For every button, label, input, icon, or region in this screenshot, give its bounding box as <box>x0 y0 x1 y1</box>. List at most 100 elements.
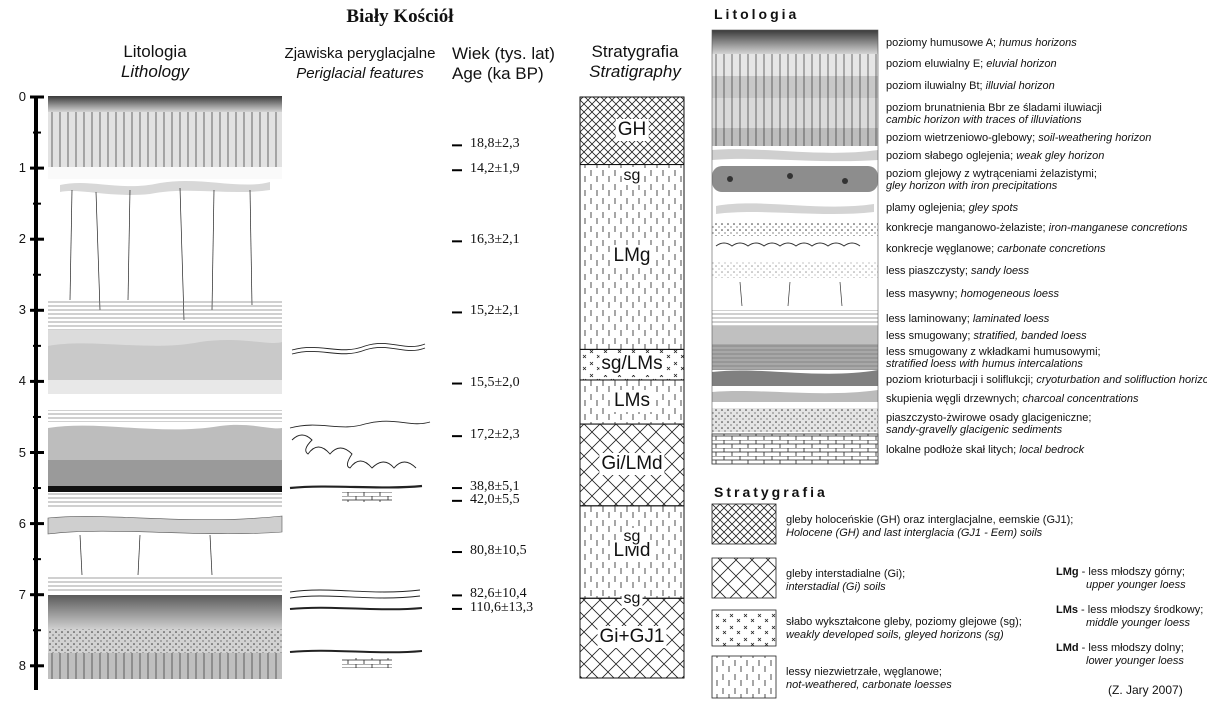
stratigraphy-legend-item: słabo wykształcone gleby, poziomy glejow… <box>786 616 1022 642</box>
depth-label: 4 <box>12 373 26 388</box>
periglacial-header-pl: Zjawiska peryglacjalne <box>285 45 436 62</box>
legend-item-pl: słabo wykształcone gleby, poziomy glejow… <box>786 616 1022 628</box>
lithology-legend-item: lokalne podłoże skał litych; local bedro… <box>886 444 1084 456</box>
depth-axis <box>30 96 44 690</box>
legend-item-pl: less masywny; <box>886 288 961 300</box>
abbreviation-item: LMd - less młodszy dolny;lower younger l… <box>1056 642 1184 668</box>
strat-header-pl: Stratygrafia <box>592 42 679 61</box>
lithology-legend-item: plamy oglejenia; gley spots <box>886 202 1018 214</box>
legend-item-en: homogeneous loess <box>961 288 1059 300</box>
abbreviation-en: upper younger loess <box>1056 579 1186 591</box>
age-label: 42,0±5,5 <box>470 492 520 508</box>
legend-item-pl: poziom krioturbacji i soliflukcji; <box>886 374 1036 386</box>
lithology-column <box>48 96 282 679</box>
lithology-legend-item: less piaszczysty; sandy loess <box>886 265 1029 277</box>
lithology-legend-swatches <box>712 30 878 464</box>
age-label: 15,5±2,0 <box>470 375 520 391</box>
lithology-legend-item: konkrecje węglanowe; carbonate concretio… <box>886 243 1106 255</box>
legend-item-en: Holocene (GH) and last interglacia (GJ1 … <box>786 527 1042 539</box>
depth-label: 1 <box>12 160 26 175</box>
legend-item-pl: poziom glejowy z wytrąceniami żelazistym… <box>886 168 1097 180</box>
legend-item-en: weakly developed soils, gleyed horizons … <box>786 629 1004 641</box>
lithology-legend-title: Litologia <box>714 6 799 22</box>
depth-label: 3 <box>12 302 26 317</box>
lithology-header-pl: Litologia <box>123 42 186 61</box>
strat-header-en: Stratigraphy <box>570 62 700 82</box>
legend-item-en: laminated loess <box>973 313 1049 325</box>
lithology-legend-item: poziomy humusowe A; humus horizons <box>886 37 1077 49</box>
legend-item-en: carbonate concretions <box>997 243 1105 255</box>
legend-item-en: local bedrock <box>1019 444 1084 456</box>
legend-item-pl: poziom słabego oglejenia; <box>886 150 1016 162</box>
legend-item-pl: poziom iluwialny Bt; <box>886 80 986 92</box>
legend-item-pl: gleby interstadialne (Gi); <box>786 568 905 580</box>
legend-item-pl: poziomy humusowe A; <box>886 37 999 49</box>
legend-item-en: eluvial horizon <box>986 58 1056 70</box>
depth-label: 0 <box>12 89 26 104</box>
age-markers <box>452 145 462 609</box>
age-label: 110,6±13,3 <box>470 600 533 616</box>
legend-item-pl: konkrecje manganowo-żelaziste; <box>886 222 1049 234</box>
diagram-title: Biały Kościół <box>320 6 480 28</box>
stratigraphy-legend-item: gleby holoceńskie (GH) oraz interglacjal… <box>786 514 1073 540</box>
abbreviation-code: LMg <box>1056 566 1079 578</box>
legend-item-pl: plamy oglejenia; <box>886 202 969 214</box>
legend-item-pl: skupienia węgli drzewnych; <box>886 393 1022 405</box>
abbreviation-code: LMd <box>1056 642 1079 654</box>
strat-unit-label: LMs <box>612 390 652 412</box>
legend-item-en: gley spots <box>969 202 1019 214</box>
stratigraphy-legend-title: Stratygrafia <box>714 484 828 500</box>
stratigraphy-legend-item: lessy niezwietrzałe, węglanowe;not-weath… <box>786 666 952 692</box>
lithology-legend-item: less smugowany z wkładkami humusowymi; s… <box>886 346 1101 370</box>
lithology-legend-item: poziom krioturbacji i soliflukcji; cryot… <box>886 374 1207 386</box>
lithology-legend-item: poziom słabego oglejenia; weak gley hori… <box>886 150 1104 162</box>
strat-unit-label: Gi/LMd <box>599 453 664 475</box>
abbreviation-en: middle younger loess <box>1056 617 1190 629</box>
lithology-header: Litologia Lithology <box>80 42 230 82</box>
lithology-legend-item: less laminowany; laminated loess <box>886 313 1049 325</box>
periglacial-header-en: Periglacial features <box>270 64 450 84</box>
abbreviation-pl: - less młodszy dolny; <box>1079 642 1184 654</box>
legend-item-pl: lessy niezwietrzałe, węglanowe; <box>786 666 942 678</box>
legend-item-pl: piaszczysto-żwirowe osady glacigeniczne; <box>886 412 1091 424</box>
age-label: 18,8±2,3 <box>470 136 520 152</box>
bedrock-symbol <box>342 658 392 668</box>
lithology-header-en: Lithology <box>80 62 230 82</box>
abbreviation-pl: - less młodszy górny; <box>1079 566 1185 578</box>
depth-label: 5 <box>12 445 26 460</box>
legend-item-en: cambic horizon with traces of illuviatio… <box>886 114 1082 126</box>
lithology-legend-item: less masywny; homogeneous loess <box>886 288 1059 300</box>
legend-item-en: stratified, banded loess <box>973 330 1086 342</box>
legend-item-en: soil-weathering horizon <box>1038 132 1151 144</box>
periglacial-header: Zjawiska peryglacjalne Periglacial featu… <box>270 44 450 84</box>
credit: (Z. Jary 2007) <box>1108 684 1183 696</box>
legend-item-pl: less piaszczysty; <box>886 265 971 277</box>
legend-item-en: not-weathered, carbonate loesses <box>786 679 952 691</box>
depth-label: 7 <box>12 587 26 602</box>
strat-sub-label: sg <box>622 528 643 546</box>
stratigraphy-legend-swatches <box>712 504 776 698</box>
strat-sub-label: sg <box>622 590 643 608</box>
legend-item-en: stratified loess with humus intercalatio… <box>886 358 1083 370</box>
age-header: Wiek (tys. lat) Age (ka BP) <box>452 44 572 84</box>
age-label: 14,2±1,9 <box>470 161 520 177</box>
age-label: 15,2±2,1 <box>470 303 520 319</box>
lithology-legend-item: konkrecje manganowo-żelaziste; iron-mang… <box>886 222 1187 234</box>
legend-item-pl: konkrecje węglanowe; <box>886 243 997 255</box>
legend-item-pl: less laminowany; <box>886 313 973 325</box>
legend-item-pl: lokalne podłoże skał litych; <box>886 444 1019 456</box>
lithology-legend-item: poziom iluwialny Bt; illuvial horizon <box>886 80 1055 92</box>
stratigraphy-legend-item: gleby interstadialne (Gi);interstadial (… <box>786 568 905 594</box>
legend-item-en: sandy-gravelly glacigenic sediments <box>886 424 1062 436</box>
lithology-legend-item: poziom wietrzeniowo-glebowy; soil-weathe… <box>886 132 1151 144</box>
strat-unit-label: sg/LMs <box>599 353 664 375</box>
legend-item-pl: less smugowany z wkładkami humusowymi; <box>886 346 1101 358</box>
legend-item-en: interstadial (Gi) soils <box>786 581 886 593</box>
abbreviation-en: lower younger loess <box>1056 655 1184 667</box>
bedrock-symbol <box>342 492 392 502</box>
legend-item-en: weak gley horizon <box>1016 150 1104 162</box>
abbreviation-code: LMs <box>1056 604 1078 616</box>
age-label: 80,8±10,5 <box>470 543 527 559</box>
legend-item-pl: poziom eluwialny E; <box>886 58 986 70</box>
legend-item-en: gley horizon with iron precipitations <box>886 180 1057 192</box>
